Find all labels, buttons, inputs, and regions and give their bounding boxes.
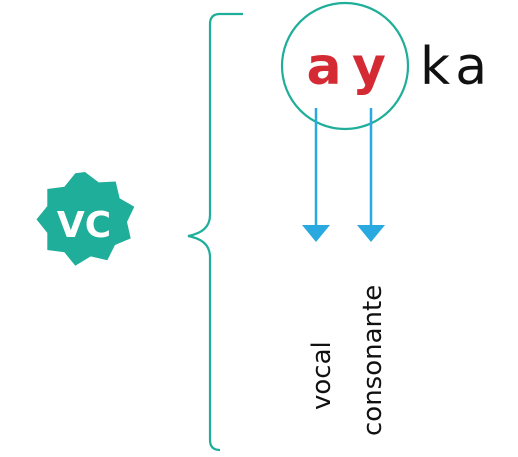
consonant-label: consonante (358, 285, 388, 436)
vowel-arrow (302, 108, 330, 242)
consonant-arrowhead (357, 225, 385, 242)
curly-brace (187, 12, 243, 452)
consonant-letter: y (352, 37, 386, 97)
badge-starburst-shape (36, 172, 135, 266)
vc-badge: VC (36, 172, 135, 266)
vowel-label: vocal (307, 341, 337, 410)
consonant-arrow (357, 108, 385, 242)
vowel-letter: a (306, 37, 341, 97)
word-rest: ka (420, 37, 493, 97)
vowel-arrowhead (302, 225, 330, 242)
highlight-circle (280, 1, 410, 131)
badge-label: VC (57, 205, 111, 246)
